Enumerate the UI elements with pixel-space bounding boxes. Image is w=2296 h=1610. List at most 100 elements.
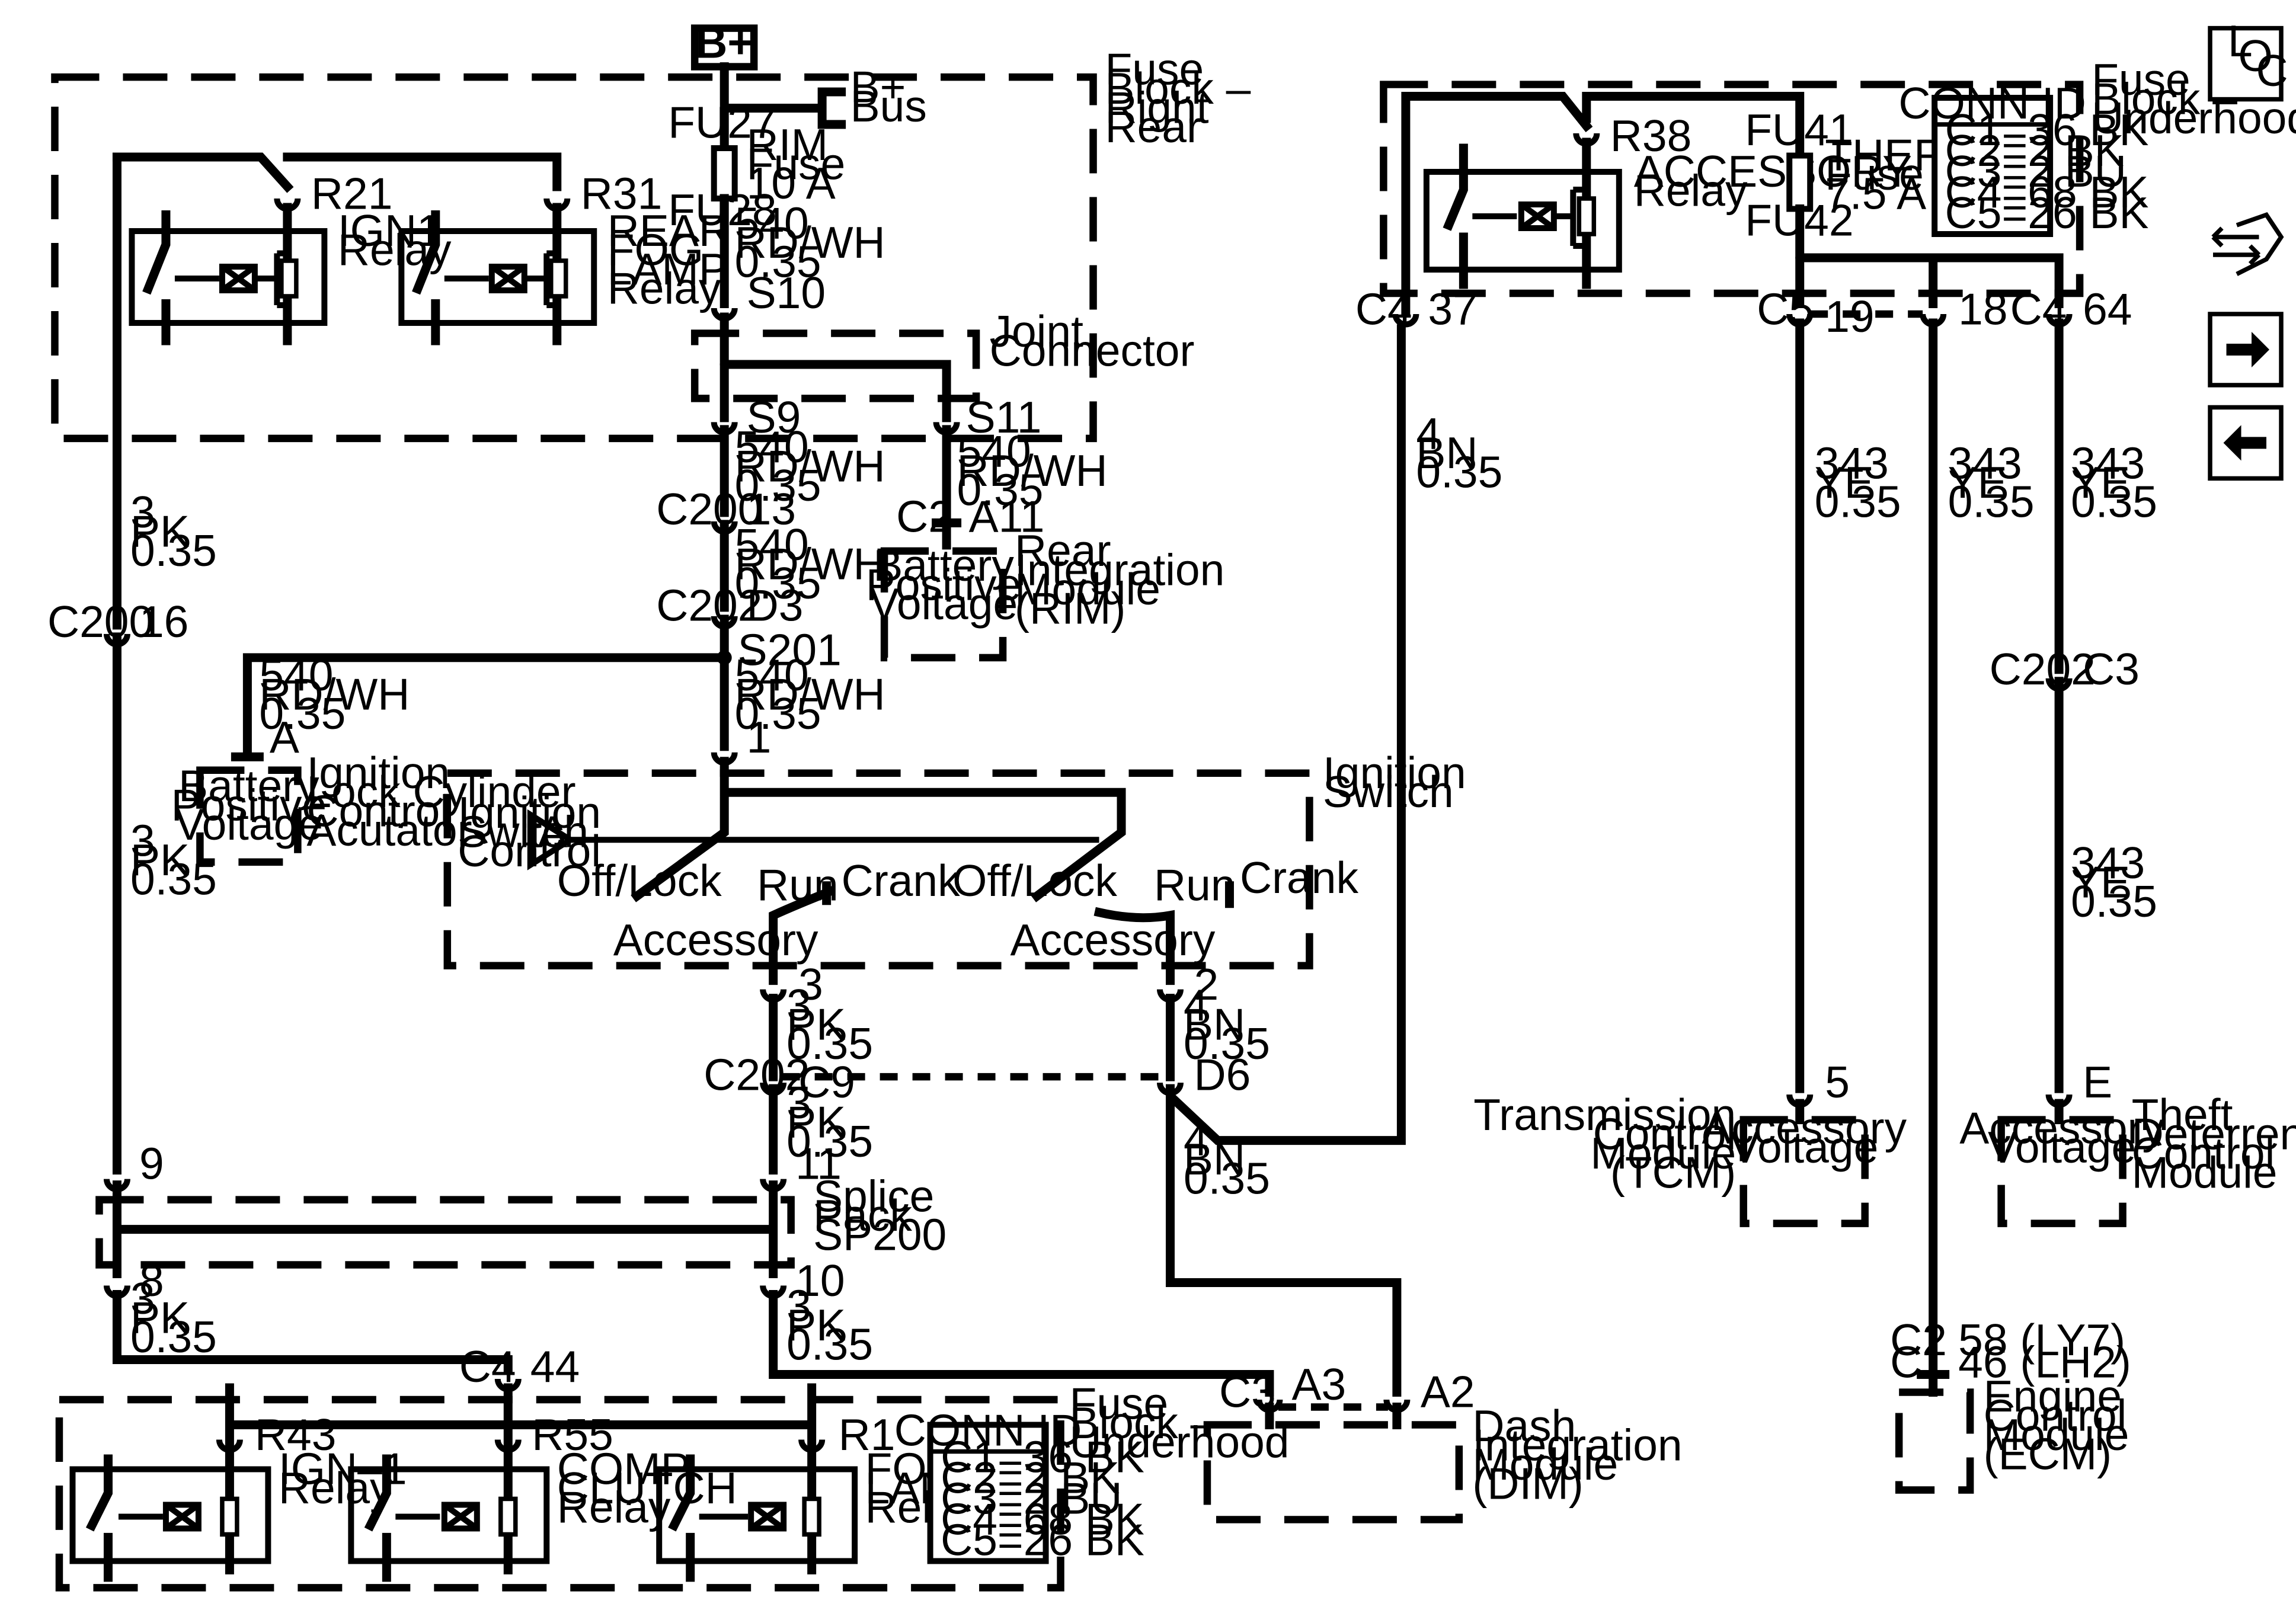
svg-text:YE: YE (1948, 457, 2007, 507)
svg-text:(TCM): (TCM) (1610, 1148, 1736, 1198)
next-page-button[interactable] (2208, 312, 2284, 388)
svg-text:FOG: FOG (607, 225, 703, 274)
engine-control-module: Engine Control Module (ECM) (1895, 1371, 2129, 1494)
svg-text:D6: D6 (1194, 1050, 1251, 1100)
svg-text:7.5 A: 7.5 A (1825, 169, 1926, 219)
transmission-control-module: Accessory Voltage Transmission Control M… (1473, 1090, 1907, 1227)
svg-text:Underhood: Underhood (1070, 1417, 1290, 1467)
rear-integration-module: Battery Positive Voltage Rear Integratio… (866, 526, 1224, 662)
svg-text:0.35: 0.35 (957, 465, 1044, 514)
svg-text:PK: PK (130, 1293, 190, 1343)
svg-text:Run: Run (1154, 860, 1236, 910)
svg-text:Voltage: Voltage (1988, 1122, 2136, 1172)
svg-text:(RIM): (RIM) (1015, 583, 1125, 633)
svg-text:Accessory: Accessory (1702, 1103, 1907, 1153)
svg-text:Relay: Relay (1634, 166, 1748, 216)
svg-text:Dash: Dash (1472, 1401, 1576, 1451)
svg-text:0.35: 0.35 (1184, 1154, 1270, 1204)
svg-text:Block –: Block – (1105, 63, 1251, 113)
svg-text:0.35: 0.35 (259, 689, 346, 738)
svg-text:Voltage: Voltage (175, 799, 323, 849)
svg-text:Joint: Joint (990, 306, 1084, 356)
svg-text:343: 343 (1948, 438, 2022, 488)
svg-text:3: 3 (786, 980, 811, 1030)
svg-text:C5: C5 (1757, 284, 1814, 334)
previous-page-button[interactable] (2208, 405, 2284, 481)
svg-text:C202: C202 (1990, 644, 2096, 694)
svg-text:4: 4 (1184, 1115, 1208, 1165)
svg-text:0.35: 0.35 (735, 689, 821, 738)
svg-text:O: O (2239, 31, 2273, 81)
svg-text:RD/WH: RD/WH (735, 539, 885, 588)
svg-text:C2: C2 (896, 491, 953, 541)
svg-text:(ECM): (ECM) (1984, 1429, 2112, 1478)
svg-text:C2=2 BK: C2=2 BK (1945, 126, 2124, 175)
power-source-b-plus: B+ (690, 18, 758, 71)
svg-text:C4=68 BK: C4=68 BK (941, 1494, 1144, 1544)
loc-button[interactable]: L O C (2208, 16, 2288, 102)
svg-text:YE: YE (1815, 457, 1874, 507)
svg-text:0.35: 0.35 (735, 558, 821, 608)
svg-text:Rear: Rear (1105, 102, 1202, 152)
svg-text:Accessory: Accessory (613, 915, 818, 965)
svg-text:3: 3 (786, 1078, 811, 1128)
svg-text:COMP: COMP (557, 1443, 690, 1493)
svg-text:PK: PK (786, 1300, 846, 1350)
svg-text:4: 4 (1416, 408, 1441, 458)
svg-text:18: 18 (1958, 284, 2007, 334)
svg-text:A3: A3 (1291, 1359, 1346, 1409)
svg-text:Module: Module (1472, 1439, 1618, 1489)
connector-tool-icon[interactable] (2211, 212, 2284, 276)
svg-text:Module: Module (1984, 1410, 2129, 1459)
svg-text:CONN ID: CONN ID (894, 1405, 1082, 1455)
svg-text:B+: B+ (850, 62, 906, 112)
svg-text:Positive: Positive (171, 780, 327, 830)
svg-text:343: 343 (1815, 438, 1889, 488)
svg-text:YE: YE (2071, 457, 2130, 507)
svg-text:Connector: Connector (990, 325, 1195, 375)
svg-text:C4: C4 (1355, 284, 1412, 334)
svg-text:46 (LH2): 46 (LH2) (1958, 1337, 2131, 1387)
svg-text:0.35: 0.35 (735, 236, 821, 286)
svg-text:RD/WH: RD/WH (259, 669, 410, 719)
svg-text:Bus: Bus (850, 81, 927, 131)
svg-text:2: 2 (1194, 959, 1219, 1009)
svg-text:540: 540 (735, 422, 809, 472)
svg-text:3: 3 (130, 1273, 155, 1323)
svg-text:Module: Module (1590, 1128, 1736, 1178)
svg-text:RD/WH: RD/WH (957, 446, 1108, 495)
svg-text:C4: C4 (459, 1342, 516, 1391)
svg-text:C200: C200 (47, 597, 154, 646)
svg-text:YE: YE (2071, 857, 2130, 907)
fuse-block-underhood-lower: Fuse Block – Underhood R43 R55 R1 IGN–1 … (55, 1378, 1290, 1592)
svg-text:S9: S9 (747, 392, 801, 442)
svg-text:FU27: FU27 (668, 98, 776, 148)
svg-text:540: 540 (957, 426, 1031, 476)
svg-text:(DIM): (DIM) (1472, 1458, 1583, 1508)
svg-text:R21: R21 (311, 169, 393, 219)
svg-text:0.35: 0.35 (1815, 476, 1901, 526)
svg-text:Integration: Integration (1472, 1420, 1682, 1470)
svg-text:Module: Module (2132, 1148, 2278, 1198)
svg-text:C5=26 BK: C5=26 BK (941, 1515, 1144, 1564)
svg-text:3: 3 (130, 816, 155, 866)
svg-text:D3: D3 (747, 580, 804, 630)
svg-text:BN: BN (1416, 428, 1478, 478)
svg-text:Switch: Switch (1323, 767, 1454, 817)
svg-text:44: 44 (530, 1342, 580, 1391)
svg-text:0.35: 0.35 (2071, 476, 2157, 526)
svg-text:5: 5 (1825, 1057, 1850, 1107)
svg-text:Transmission: Transmission (1473, 1090, 1736, 1140)
svg-text:R55: R55 (532, 1410, 613, 1459)
ign1-relay: R21 IGN1 Relay (112, 152, 562, 345)
svg-text:LAMP: LAMP (607, 244, 728, 294)
svg-text:Fuse: Fuse (2092, 55, 2191, 104)
svg-text:S10: S10 (747, 268, 826, 318)
svg-text:Engine: Engine (1984, 1371, 2122, 1421)
svg-text:0.35: 0.35 (786, 1019, 873, 1068)
svg-text:1: 1 (747, 712, 772, 762)
svg-text:Relay: Relay (279, 1463, 392, 1513)
svg-text:Right: Right (1105, 83, 1209, 133)
svg-text:10 A: 10 A (747, 158, 836, 208)
svg-text:R38: R38 (1610, 111, 1692, 161)
